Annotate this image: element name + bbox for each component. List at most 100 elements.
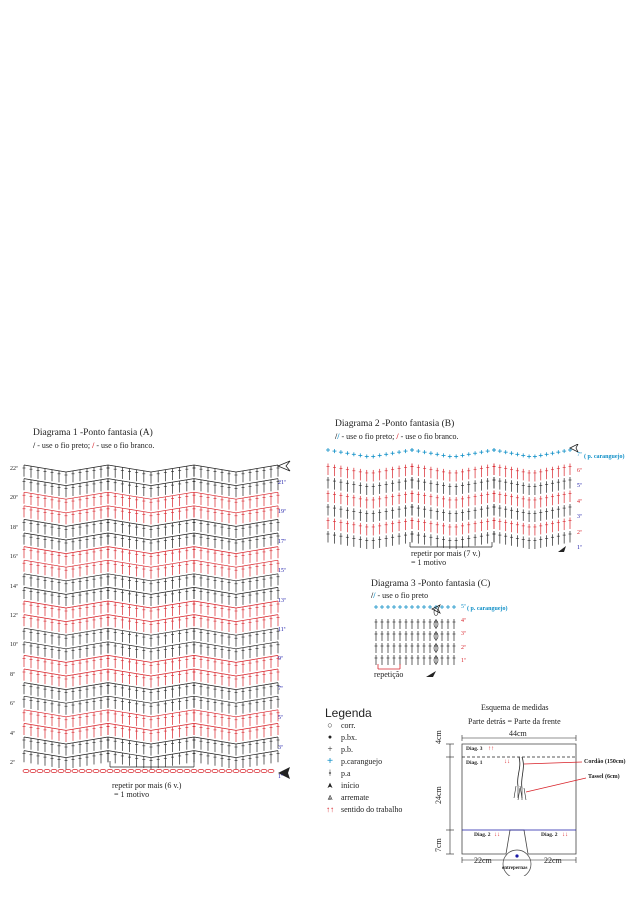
red-yarn-icon: / <box>92 441 95 450</box>
row-top-line <box>193 682 279 690</box>
red-yarn-icon: / <box>396 432 399 441</box>
row-top-line <box>193 750 279 758</box>
row-label: 2ª <box>461 644 466 651</box>
diagram2-title: Diagrama 2 -Ponto fantasia (B) <box>335 419 455 429</box>
row-label: 17ª <box>278 538 286 545</box>
stitch-row <box>326 477 572 495</box>
legend-item-finish: ⩓ arremate <box>323 791 402 803</box>
chain-stitch <box>120 769 128 773</box>
row-label: 22ª <box>10 466 18 472</box>
stitch-row <box>22 641 280 661</box>
row-label: 16ª <box>10 554 18 561</box>
row-label: 1ª <box>278 774 283 780</box>
row-label: 9ª <box>278 656 283 663</box>
chain-stitch <box>64 769 72 773</box>
legend-label: p.b. <box>341 744 353 754</box>
width-label: 44cm <box>509 729 527 738</box>
chain-stitch <box>218 769 226 773</box>
crotch-label: entrepernas <box>502 866 528 871</box>
legend-item-chain: ○corr. <box>323 719 402 731</box>
row-top-line <box>193 519 279 527</box>
row-top-line <box>23 532 109 541</box>
row-top-line <box>107 478 195 486</box>
row-label: 1ª <box>461 658 466 664</box>
row-top-line <box>107 491 195 500</box>
row-label: 2ª <box>10 760 15 766</box>
cord-pointer <box>523 761 583 765</box>
chain-stitch <box>99 769 107 773</box>
row-top-line <box>23 464 109 473</box>
row-label: 18ª <box>10 524 18 531</box>
row-label: 15ª <box>278 568 286 575</box>
row-top-line <box>193 600 279 609</box>
row-label: 3ª <box>278 744 283 751</box>
chain-stitch <box>29 769 37 773</box>
row-top-line <box>193 491 279 500</box>
row-top-line <box>23 546 109 554</box>
row-top-line <box>23 478 109 486</box>
row-top-line <box>193 532 279 541</box>
single-crochet-icon: + <box>327 744 333 754</box>
leg-height-label: 7cm <box>434 838 443 852</box>
work-direction-icon: ↑↑ <box>326 804 334 814</box>
leg-left-label: 22cm <box>474 856 492 865</box>
row-top-line <box>107 641 195 650</box>
row-top-line <box>107 682 195 690</box>
stitch-row <box>22 655 280 674</box>
row-top-line <box>193 668 279 677</box>
row-label: 3ª <box>461 631 466 637</box>
diagram1-note-black: - use o fio preto; <box>37 441 91 450</box>
row-top-line <box>107 709 195 718</box>
row-top-line <box>23 614 109 622</box>
stitch-row <box>22 573 280 593</box>
row-label: 5ª <box>461 604 466 610</box>
stitch-row <box>22 709 280 729</box>
row-top-line <box>23 559 109 568</box>
diag2-left-arrows: ↓↓ <box>494 832 500 838</box>
stitch-row <box>22 546 280 566</box>
tassel-pointer <box>525 777 587 793</box>
row-top-line <box>23 573 109 582</box>
diag2-right-label: Diag. 2 <box>541 832 558 838</box>
row-top-line <box>193 464 279 473</box>
diagram2-color-note: // - use o fio preto; / - use o fio bran… <box>335 432 459 441</box>
row-top-line <box>193 695 279 704</box>
diagram1-chain-base <box>22 769 275 773</box>
finish-icon: ⩓ <box>327 791 333 802</box>
leg-right-label: 22cm <box>544 856 562 865</box>
chain-stitch <box>433 656 439 664</box>
body-height-label: 24cm <box>434 786 443 804</box>
chain-stitch <box>134 769 142 773</box>
black-yarn-icon: / <box>371 591 374 600</box>
stitch-row <box>22 491 280 511</box>
chain-stitch <box>71 769 79 773</box>
stitch-row <box>22 614 280 634</box>
row-top-line <box>107 532 195 541</box>
diag1-label: Diag. 1 <box>466 760 483 766</box>
stitch-row <box>22 505 280 525</box>
row-label: 11ª <box>278 627 286 633</box>
crab-stitch-icon: + <box>326 755 334 767</box>
diagram1-stitch-rows <box>22 464 280 770</box>
stitch-row <box>22 532 280 552</box>
chain-stitch <box>169 769 177 773</box>
row-label: 10ª <box>10 642 18 649</box>
row-top-line <box>193 627 279 636</box>
chain-stitch <box>433 632 439 640</box>
stitch-row <box>22 519 280 538</box>
row-top-line <box>193 546 279 554</box>
legend-label: arremate <box>341 792 369 802</box>
legend-label: p.a <box>341 768 351 778</box>
diag1-arrows: ↓↓ <box>504 759 510 765</box>
row-top-line <box>107 695 195 704</box>
chain-stitch <box>155 769 163 773</box>
stitch-row <box>374 619 456 629</box>
row-top-line <box>107 668 195 677</box>
row-top-line <box>107 614 195 622</box>
row-top-line <box>193 573 279 582</box>
diagram2-stitch-rows <box>326 448 572 549</box>
double-crochet-icon: ǂ <box>328 768 332 778</box>
slip-stitch-icon: ● <box>327 733 333 741</box>
chain-stitch <box>176 769 184 773</box>
